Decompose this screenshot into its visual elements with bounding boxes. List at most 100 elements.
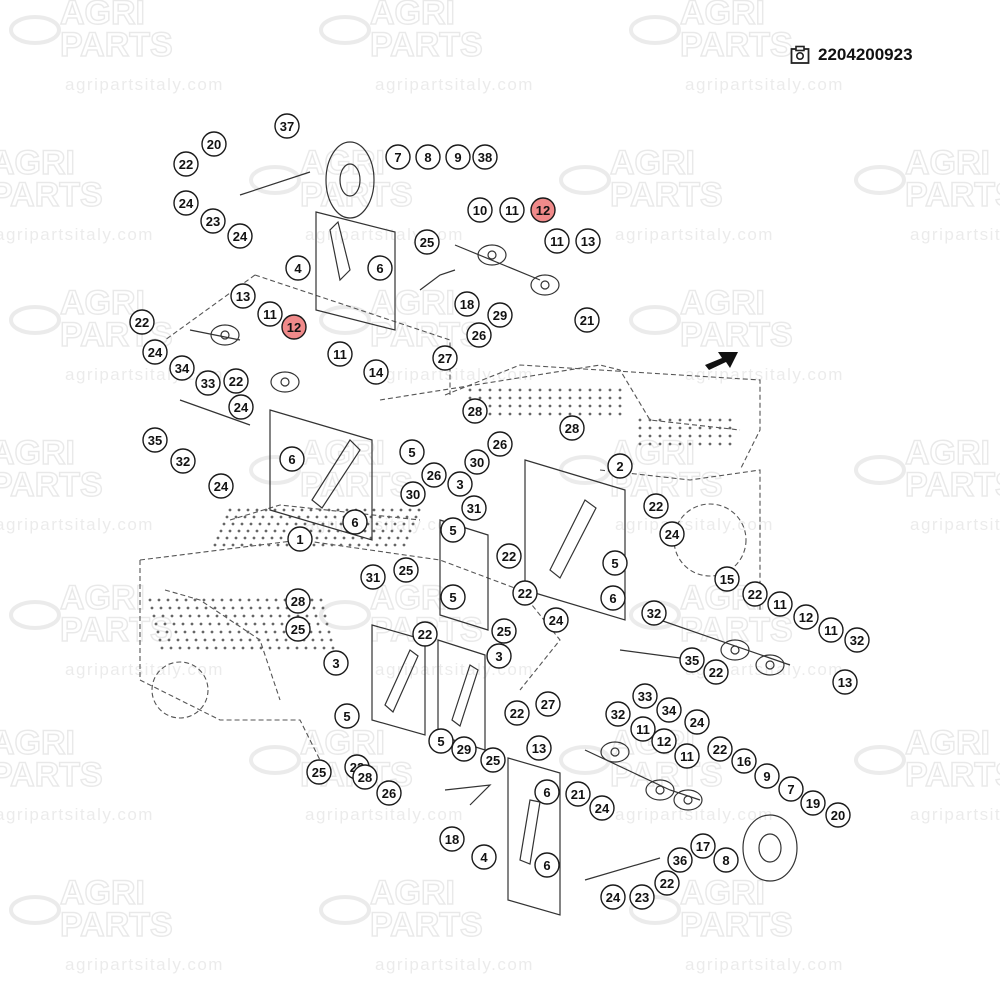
callout-bubble (274, 113, 300, 139)
screen-perforation (648, 426, 652, 430)
screen-perforation (154, 622, 158, 626)
screen-perforation (192, 630, 196, 634)
screen-perforation (598, 412, 602, 416)
callout-label: 32 (176, 454, 190, 469)
screen-perforation (282, 630, 286, 634)
callout-label: 13 (581, 234, 595, 249)
screen-perforation (199, 622, 203, 626)
screen-perforation (166, 598, 170, 602)
screen-perforation (718, 426, 722, 430)
screen-perforation (588, 388, 592, 392)
screen-perforation (508, 404, 512, 408)
part-callout: 38 (472, 144, 498, 170)
watermark-brand-line1: AGRI (0, 724, 75, 762)
screen-perforation (678, 442, 682, 446)
part-callout: 7 (778, 776, 804, 802)
part-callout: 26 (466, 322, 492, 348)
part-callout: 3 (323, 650, 349, 676)
screen-perforation (488, 404, 492, 408)
part-callout: 22 (496, 543, 522, 569)
screen-perforation (264, 630, 268, 634)
screen-perforation (184, 598, 188, 602)
callout-bubble (651, 728, 677, 754)
screen-perforation (251, 614, 255, 618)
part-callout: 5 (602, 550, 628, 576)
screen-perforation (402, 522, 406, 526)
part-callout: 22 (223, 368, 249, 394)
callout-label: 24 (148, 345, 163, 360)
callout-bubble (376, 780, 402, 806)
part-callout: 29 (487, 302, 513, 328)
callout-label: 16 (737, 754, 751, 769)
watermark-tractor-icon (249, 745, 301, 775)
callout-label: 31 (366, 570, 380, 585)
screen-perforation (399, 529, 403, 533)
screen-perforation (270, 536, 274, 540)
upper-pulley-hub (339, 163, 361, 197)
callout-bubble (414, 229, 440, 255)
part-callout: 22 (129, 309, 155, 335)
screen-perforation (219, 529, 223, 533)
callout-label: 19 (806, 796, 820, 811)
screen-perforation (274, 598, 278, 602)
callout-label: 25 (399, 563, 413, 578)
screen-perforation (468, 388, 472, 392)
screen-perforation (648, 442, 652, 446)
watermark-url: agripartsitaly.com (375, 955, 534, 974)
callout-bubble (279, 446, 305, 472)
callout-bubble (602, 550, 628, 576)
watermark-url: agripartsitaly.com (375, 660, 534, 679)
callout-label: 14 (369, 365, 384, 380)
part-callout: 24 (228, 394, 254, 420)
screen-perforation (528, 396, 532, 400)
part-callout: 21 (574, 307, 600, 333)
pendulum-arm (549, 499, 597, 579)
screen-perforation (255, 529, 259, 533)
screen-perforation (528, 412, 532, 416)
screen-perforation (312, 543, 316, 547)
callout-bubble (363, 359, 389, 385)
part-callout: 13 (526, 735, 552, 761)
part-callout: 5 (399, 439, 425, 465)
screen-perforation (261, 515, 265, 519)
screen-perforation (518, 388, 522, 392)
screen-perforation (197, 614, 201, 618)
watermark-brand-line1: AGRI (0, 434, 75, 472)
screen-perforation (638, 442, 642, 446)
part-callout: 9 (445, 144, 471, 170)
screen-perforation (321, 543, 325, 547)
callout-bubble (487, 431, 513, 457)
callout-label: 28 (565, 421, 579, 436)
callout-label: 5 (611, 556, 618, 571)
screen-perforation (325, 622, 329, 626)
screen-perforation (316, 622, 320, 626)
callout-bubble (800, 790, 826, 816)
watermark-brand-line2: PARTS (60, 611, 173, 649)
part-callout: 28 (285, 588, 311, 614)
part-callout: 32 (844, 627, 870, 653)
screen-perforation (688, 426, 692, 430)
screen-perforation (658, 426, 662, 430)
screen-perforation (658, 418, 662, 422)
callout-label: 3 (495, 649, 502, 664)
screen-perforation (271, 622, 275, 626)
screen-perforation (228, 529, 232, 533)
callout-label: 22 (229, 374, 243, 389)
screen-perforation (414, 515, 418, 519)
screen-perforation (320, 638, 324, 642)
screen-perforation (208, 622, 212, 626)
part-callout: 22 (504, 700, 530, 726)
callout-label: 11 (505, 203, 519, 218)
callout-bubble (447, 471, 473, 497)
callout-label: 32 (850, 633, 864, 648)
screen-perforation (185, 638, 189, 642)
screen-perforation (160, 646, 164, 650)
screen-perforation (608, 388, 612, 392)
shaft-or-link (179, 399, 251, 426)
callout-label: 12 (536, 203, 550, 218)
screen-perforation (240, 606, 244, 610)
callout-bubble (464, 449, 490, 475)
lower-pulley (742, 814, 798, 882)
